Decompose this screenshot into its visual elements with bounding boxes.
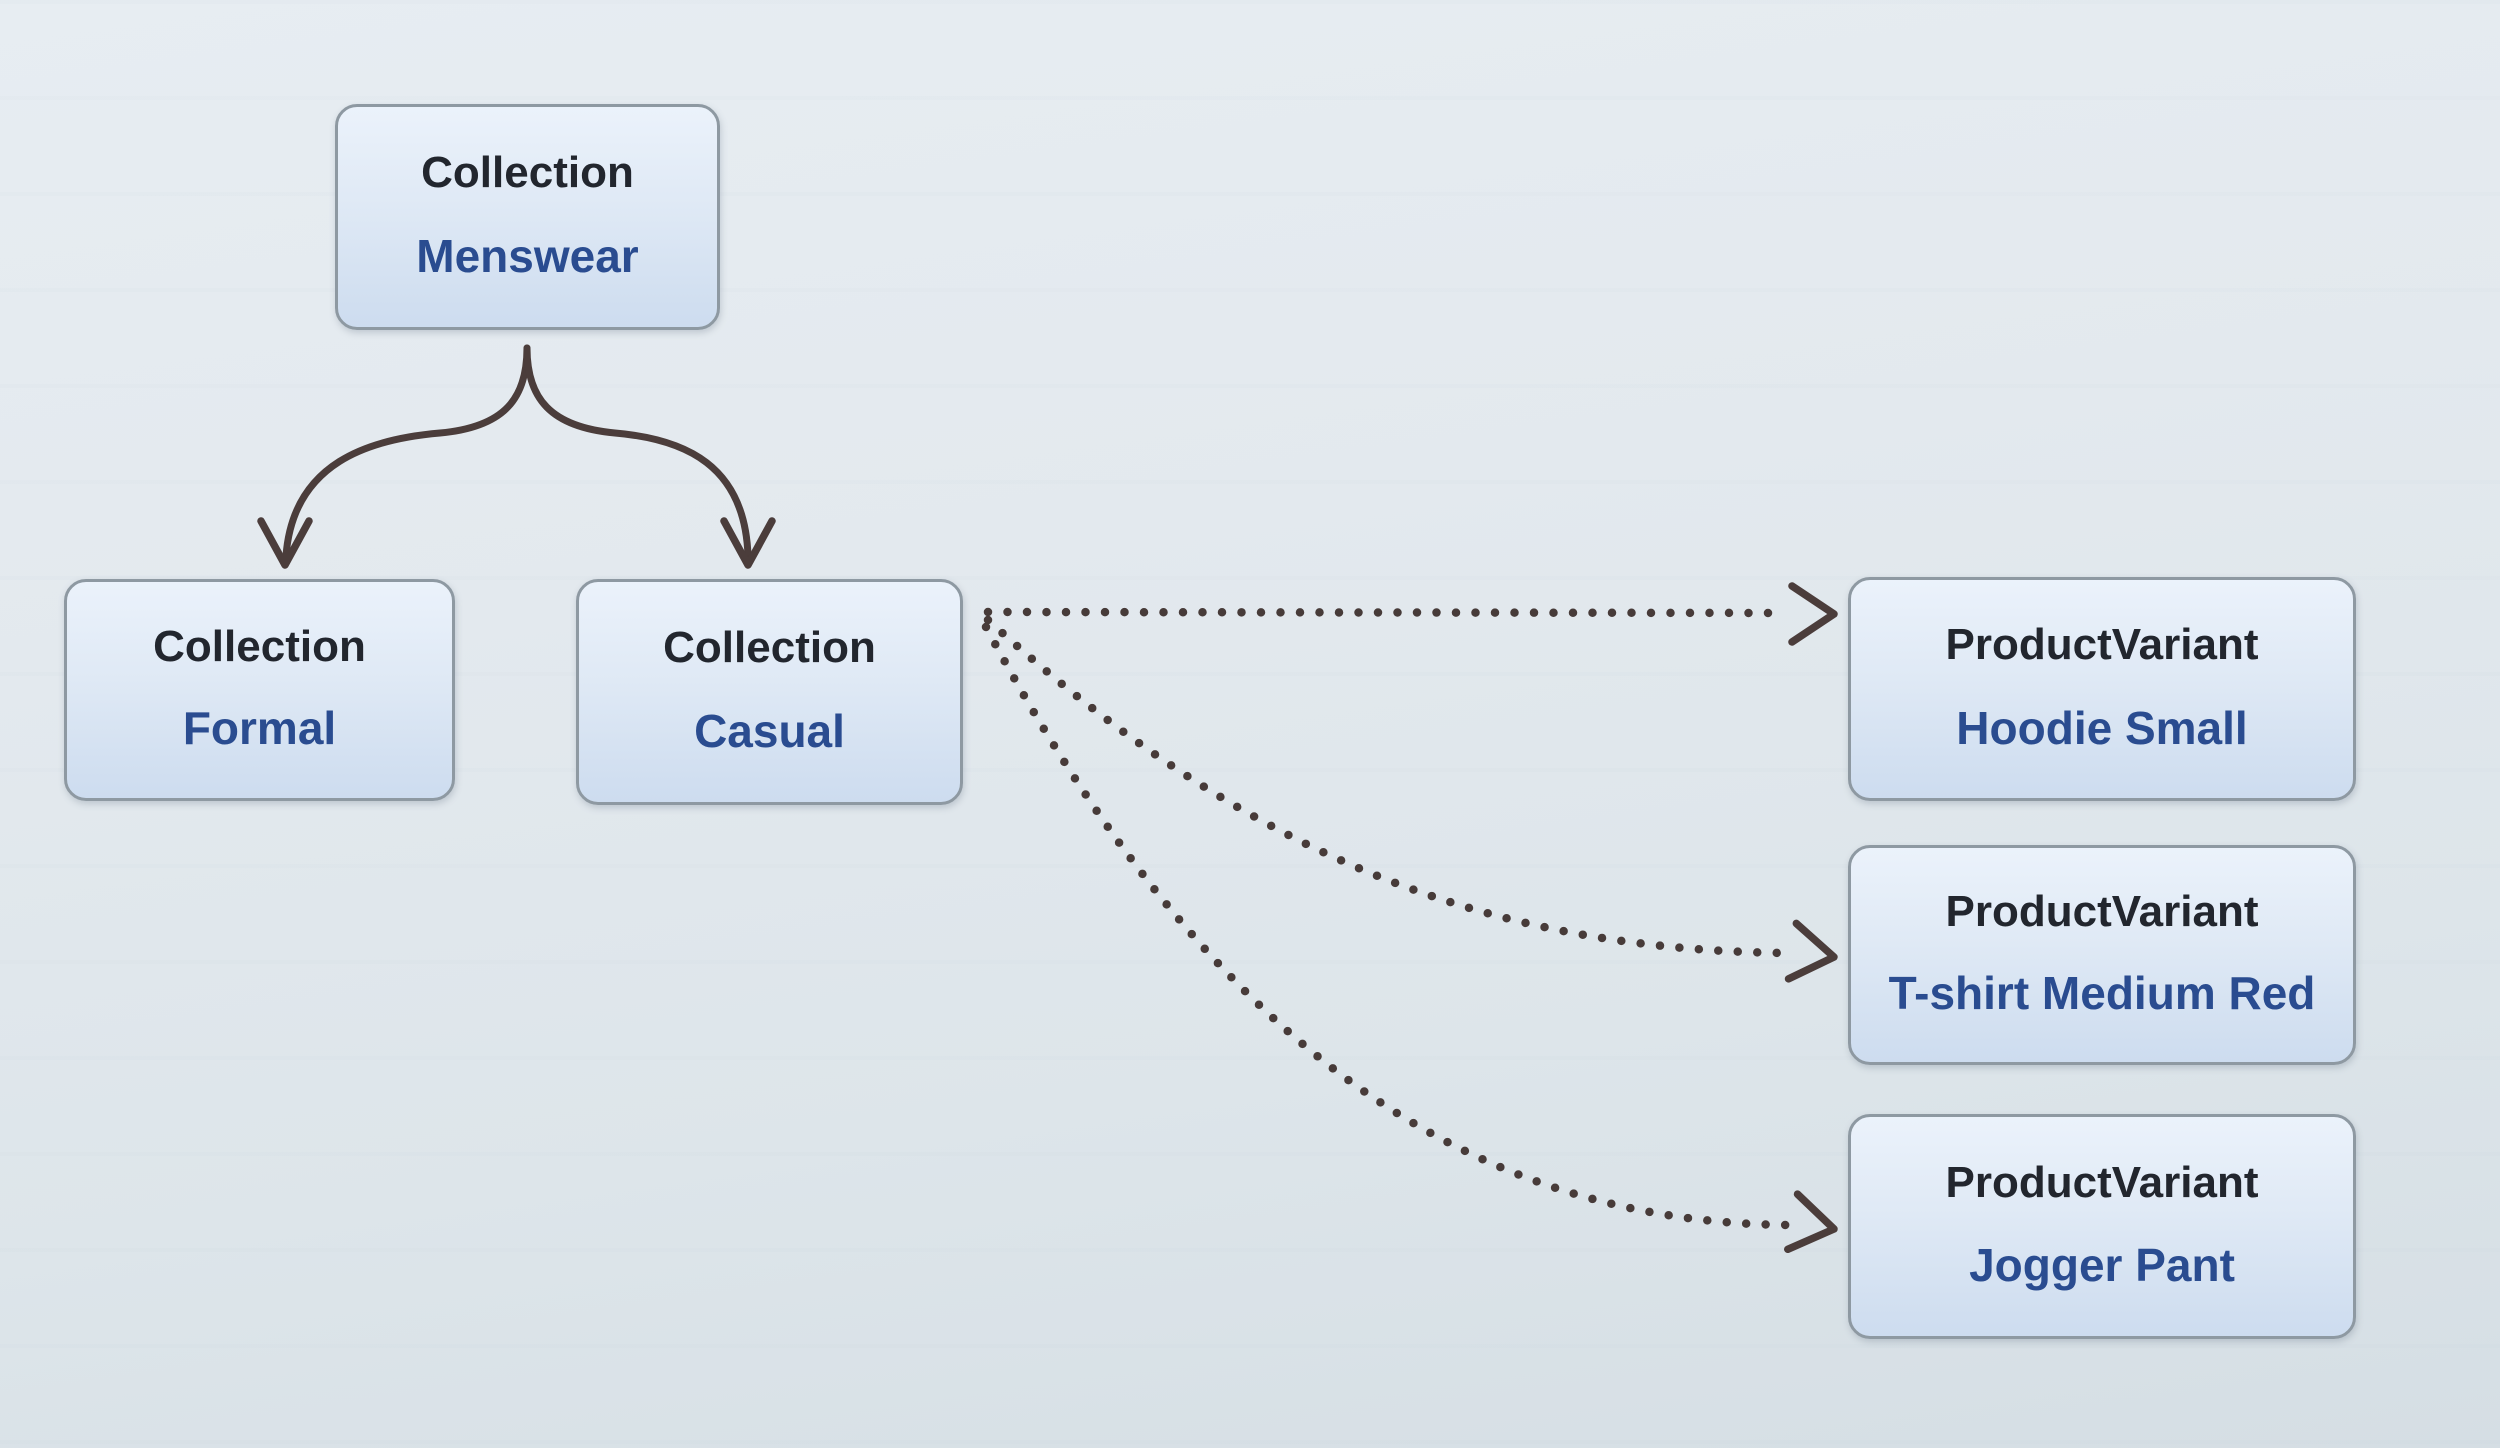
node-collection-casual: Collection Casual — [576, 579, 963, 805]
node-name-label: Casual — [694, 705, 845, 757]
node-name-label: Menswear — [416, 230, 639, 282]
node-productvariant-jogger-pant: ProductVariant Jogger Pant — [1848, 1114, 2356, 1339]
edge-menswear-casual-arrowhead — [720, 517, 776, 569]
edge-menswear-formal — [282, 344, 531, 560]
node-productvariant-hoodie-small: ProductVariant Hoodie Small — [1848, 577, 2356, 801]
edge-menswear-casual — [523, 344, 752, 560]
node-type-label: Collection — [421, 148, 634, 197]
edge-casual-jogger-arrowhead — [1784, 1190, 1838, 1254]
node-type-label: ProductVariant — [1945, 887, 2259, 936]
node-type-label: ProductVariant — [1945, 620, 2259, 670]
edge-casual-tshirt — [983, 615, 1793, 958]
node-collection-menswear: Collection Menswear — [335, 104, 720, 330]
node-type-label: Collection — [153, 621, 366, 671]
node-name-label: T-shirt Medium Red — [1888, 967, 2316, 1019]
node-name-label: Formal — [182, 702, 337, 755]
edge-casual-jogger — [981, 622, 1793, 1230]
node-name-label: Jogger Pant — [1969, 1239, 2235, 1292]
node-productvariant-tshirt-medium-red: ProductVariant T-shirt Medium Red — [1848, 845, 2356, 1065]
node-type-label: ProductVariant — [1945, 1157, 2259, 1207]
node-type-label: Collection — [663, 623, 876, 672]
edge-menswear-formal-arrowhead — [257, 517, 313, 569]
node-collection-formal: Collection Formal — [64, 579, 455, 801]
edge-casual-hoodie-arrowhead — [1788, 582, 1838, 646]
edge-casual-tshirt-arrowhead — [1784, 919, 1838, 983]
node-name-label: Hoodie Small — [1956, 701, 2248, 754]
edge-casual-hoodie — [983, 607, 1791, 618]
